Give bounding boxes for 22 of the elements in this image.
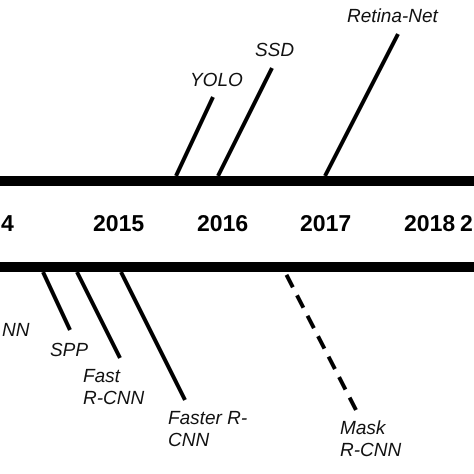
model-name: Faster R-CNN <box>168 408 248 452</box>
year-label: 2016 <box>197 210 248 236</box>
leader-line <box>41 271 72 331</box>
model-name: SSD <box>255 40 315 62</box>
leader-line <box>216 67 274 177</box>
model-name: Retina-Net <box>347 6 467 28</box>
timeline-band <box>0 176 474 272</box>
model-name: Mask R-CNN <box>340 418 410 462</box>
year-label: 2 <box>460 210 473 236</box>
model-name: NN <box>2 320 30 342</box>
model-name: SPP <box>50 340 110 362</box>
year-label: 4 <box>1 210 14 236</box>
model-name: Fast R-CNN <box>83 366 145 410</box>
leader-line <box>119 271 187 401</box>
model-name: YOLO <box>190 70 260 92</box>
year-label: 2015 <box>93 210 144 236</box>
leader-line <box>323 33 400 177</box>
leader-line <box>75 271 122 359</box>
year-label: 2017 <box>300 210 352 236</box>
leader-line <box>283 271 358 411</box>
year-label: 2018 <box>404 210 456 236</box>
leader-line <box>174 96 215 177</box>
